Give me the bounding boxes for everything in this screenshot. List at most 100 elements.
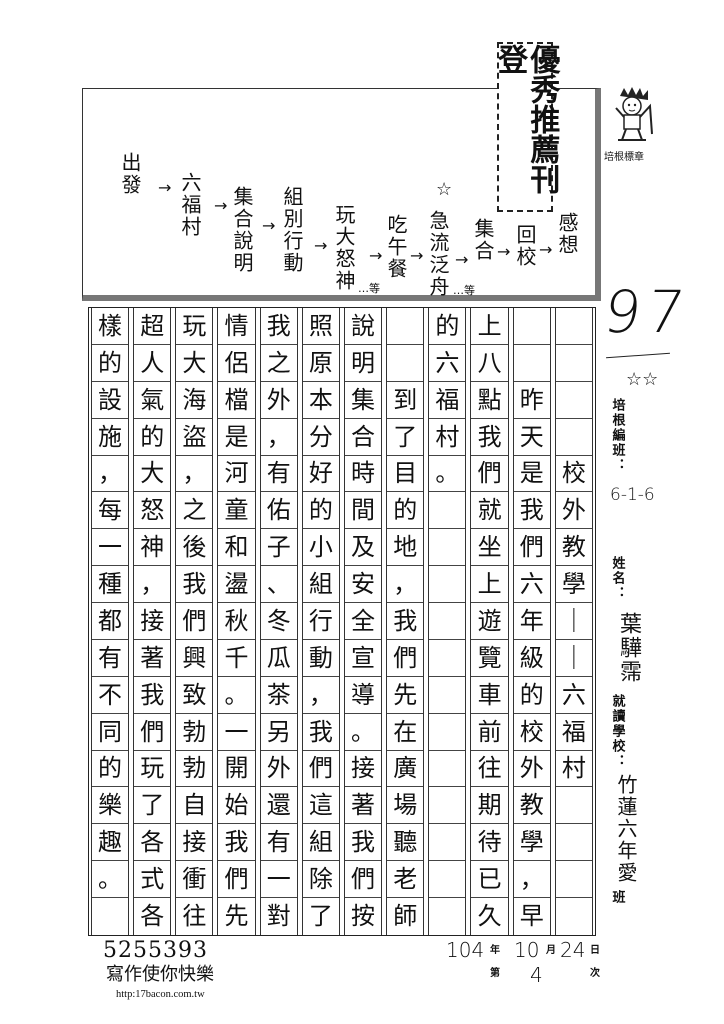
year-label: 年 [490,945,500,956]
class-value: 6-1-6 [610,485,655,505]
essay-cell: 的 [91,345,129,382]
essay-cell: 衝 [176,861,213,898]
essay-cell: ， [302,677,339,714]
essay-cell: 自 [176,787,213,825]
essay-cell: 年 [513,603,550,640]
essay-cell: 之 [176,492,213,530]
essay-cell: 著 [344,787,382,825]
essay-cell: 這 [302,787,339,825]
arrow-icon: → [314,236,328,255]
essay-cell: 開 [218,751,255,788]
essay-cell [387,345,424,382]
essay-cell: 了 [387,419,424,456]
essay-cell: 行 [302,603,339,640]
essay-cell: 瓜 [260,640,297,677]
essay-cell: 天 [513,419,550,456]
recommended-stamp: 優秀推薦刊登 [492,42,559,212]
essay-cell: 地 [387,529,424,567]
essay-cell: 校 [513,714,550,751]
essay-column: 照原本分好的小組行動，我們這組除了 [301,308,340,935]
essay-cell: 教 [555,529,592,567]
class-label: 培根編班： [609,398,625,473]
essay-cell: 小 [302,529,339,567]
essay-cell: 了 [134,787,171,825]
essay-cell: 有 [91,640,129,677]
arrow-icon: → [410,246,424,265]
essay-cell: 級 [513,640,550,677]
essay-cell: 的 [91,751,129,788]
essay-cell: 教 [513,787,550,825]
essay-cell [429,751,466,788]
essay-cell: 及 [344,529,382,567]
essay-cell: 外 [555,492,592,530]
essay-column: 到了目的地，我們先在廣場聽老師 [386,308,425,935]
essay-cell: 場 [387,787,424,825]
essay-cell: 校 [555,456,592,493]
essay-cell [429,677,466,714]
essay-cell [429,640,466,677]
essay-cell: 的 [134,419,171,456]
essay-cell [555,787,592,825]
essay-cell: 都 [91,603,129,640]
essay-cell: 神 [134,529,171,567]
essay-cell: 樣 [91,308,129,345]
essay-cell: 待 [471,824,508,862]
essay-cell: 我 [134,677,171,714]
essay-cell: 照 [302,308,339,345]
essay-cell [555,824,592,862]
essay-cell: 目 [387,456,424,493]
essay-cell [429,898,465,935]
essay-cell: 村 [429,419,466,456]
essay-cell [555,382,592,419]
count-prefix: 第 [490,968,500,979]
essay-cell: 各 [134,824,171,862]
essay-cell: 千 [218,640,255,677]
essay-cell: 期 [471,787,508,825]
outline-box [82,88,601,301]
essay-cell: 各 [140,902,165,931]
essay-cell: 我 [218,824,255,862]
essay-cell: 。 [218,677,255,714]
essay-cell: 一 [91,529,129,567]
essay-cell [429,861,466,898]
outline-step: 出發 [118,152,142,196]
essay-cell: 往 [182,902,207,931]
essay-cell: 還 [260,787,297,825]
essay-cell: 我 [513,492,550,530]
essay-cell: 除 [302,861,339,898]
essay-cell: 車 [471,677,508,714]
essay-cell: 就 [471,492,508,530]
slogan: 寫作使你快樂 [106,964,214,985]
essay-cell: ， [513,861,550,898]
essay-cell [429,492,466,530]
essay-cell: 明 [344,345,382,382]
date-month: 10 [514,938,540,962]
essay-cell: 全 [344,603,382,640]
outline-step: 六福村 [178,172,202,238]
essay-cell: 時 [344,456,382,493]
stars-icon: ☆☆ [626,369,659,390]
essay-cell: 好 [302,456,339,493]
essay-cell: 說 [344,308,382,345]
submission-count: 4 [530,963,543,987]
essay-cell: 們 [344,861,382,898]
essay-cell: 了 [308,902,333,931]
essay-cell: 師 [393,902,418,931]
essay-cell: 的 [429,308,466,345]
essay-cell: 我 [387,603,424,640]
outline-step: 吃午餐 [384,214,408,280]
essay-cell [429,787,466,825]
essay-cell: 昨 [513,382,550,419]
essay-column: 昨天是我們六年級的校外教學，早 [512,308,551,935]
essay-cell [429,603,466,640]
essay-cell: 福 [429,382,466,419]
essay-cell [429,529,466,567]
arrow-icon: → [539,240,553,259]
essay-cell: 河 [218,456,255,493]
essay-cell: 大 [134,456,171,493]
essay-cell: 遊 [471,603,508,640]
essay-column: 的六福村。 [428,308,467,935]
essay-cell: 集 [344,382,382,419]
essay-cell: 樂 [91,787,129,825]
essay-cell: 一 [218,714,255,751]
